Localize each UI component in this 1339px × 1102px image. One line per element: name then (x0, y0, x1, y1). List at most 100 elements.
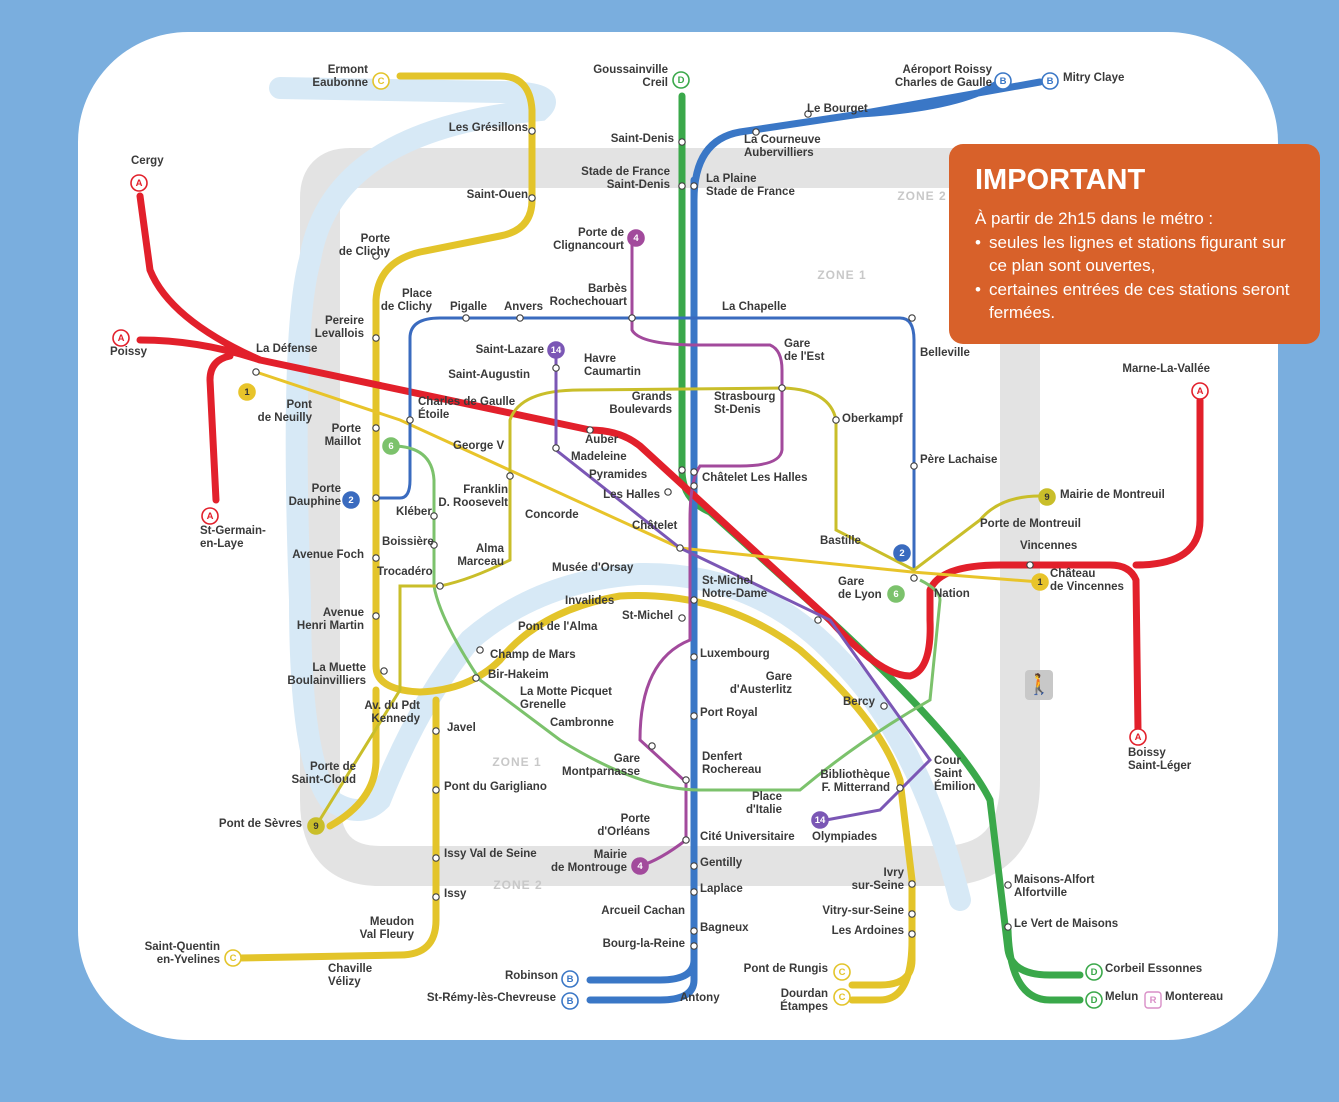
station-label-les-ardoines: Les Ardoines (832, 925, 904, 937)
station-label-saint-denis: Saint-Denis (611, 133, 674, 145)
station-label-issy: Issy (444, 888, 467, 900)
line-badge-2: 2 (342, 491, 360, 509)
station-label-antony: Antony (680, 992, 720, 1004)
station-dot (1004, 923, 1012, 931)
station-dot (814, 616, 822, 624)
station-dot (1026, 561, 1034, 569)
svg-text:R: R (1150, 995, 1157, 1006)
station-label-anvers: Anvers (504, 301, 543, 313)
svg-text:B: B (567, 996, 574, 1007)
line-badge-a: A (112, 329, 130, 347)
notice-bullets: seules les lignes et stations figurant s… (975, 231, 1302, 325)
station-label-st-remy-les-chevreuse: St-Rémy-lès-Chevreuse (427, 992, 556, 1004)
svg-text:9: 9 (313, 821, 318, 832)
line-badge-a: A (1191, 382, 1209, 400)
svg-text:A: A (1135, 732, 1142, 743)
line-badge-a: A (130, 174, 148, 192)
svg-text:D: D (678, 75, 685, 86)
rer-c-line (236, 72, 916, 1004)
station-dot (690, 653, 698, 661)
station-label-le-bourget: Le Bourget (807, 103, 868, 115)
station-dot (908, 314, 916, 322)
line-badge-c: C (372, 72, 390, 90)
notice-intro: À partir de 2h15 dans le métro : (975, 209, 1214, 228)
svg-text:B: B (1047, 76, 1054, 87)
station-dot (682, 776, 690, 784)
station-label-george-v: George V (453, 440, 504, 452)
important-notice: IMPORTANT À partir de 2h15 dans le métro… (949, 144, 1320, 344)
station-label-arcueil-cachan: Arcueil Cachan (601, 905, 685, 917)
station-label-pere-lachaise: Père Lachaise (920, 454, 997, 466)
station-label-madeleine: Madeleine (571, 451, 627, 463)
station-dot (432, 727, 440, 735)
station-dot (678, 138, 686, 146)
station-label-javel: Javel (447, 722, 476, 734)
station-dot (690, 862, 698, 870)
line-badge-4: 4 (627, 229, 645, 247)
station-dot (778, 384, 786, 392)
svg-text:6: 6 (388, 441, 393, 452)
station-dot (896, 784, 904, 792)
station-label-issy-val-de-seine: Issy Val de Seine (444, 848, 537, 860)
station-label-st-germain-en-laye: St-Germain-en-Laye (200, 525, 266, 550)
svg-text:D: D (1091, 995, 1098, 1006)
station-label-corbeil-essonnes: Corbeil Essonnes (1105, 963, 1202, 975)
station-label-mairie-de-montreuil: Mairie de Montreuil (1060, 489, 1165, 501)
line-badge-d: D (672, 71, 690, 89)
station-dot (528, 127, 536, 135)
station-dot (432, 893, 440, 901)
station-dot (664, 488, 672, 496)
station-label-pont-de-rungis: Pont de Rungis (744, 963, 828, 975)
station-label-musee-d-orsay: Musée d'Orsay (552, 562, 634, 574)
line-badge-b: B (994, 72, 1012, 90)
station-label-bir-hakeim: Bir-Hakeim (488, 669, 549, 681)
station-dot (506, 472, 514, 480)
station-dot (1004, 881, 1012, 889)
station-label-oberkampf: Oberkampf (842, 413, 903, 425)
station-dot (832, 416, 840, 424)
station-dot (552, 364, 560, 372)
station-label-st-michel: St-Michel (622, 610, 673, 622)
station-dot (406, 416, 414, 424)
svg-text:B: B (1000, 76, 1007, 87)
line-badge-4: 4 (631, 857, 649, 875)
station-label-marne-la-vallee: Marne-La-Vallée (1122, 363, 1210, 375)
station-label-invalides: Invalides (565, 595, 614, 607)
station-dot (908, 910, 916, 918)
station-dot (676, 544, 684, 552)
line-badge-b: B (561, 970, 579, 988)
notice-title: IMPORTANT (975, 164, 1146, 196)
station-label-pigalle: Pigalle (450, 301, 487, 313)
svg-text:A: A (207, 511, 214, 522)
zone-label: ZONE 1 (817, 268, 866, 282)
svg-text:C: C (378, 76, 385, 87)
zone-label: ZONE 1 (492, 755, 541, 769)
svg-text:1: 1 (244, 387, 250, 398)
station-label-montereau: Montereau (1165, 991, 1223, 1003)
station-label-nation: Nation (934, 588, 970, 600)
zone-label: ZONE 2 (493, 878, 542, 892)
svg-text:B: B (567, 974, 574, 985)
station-label-pyramides: Pyramides (589, 469, 647, 481)
station-label-vitry-sur-seine: Vitry-sur-Seine (822, 905, 904, 917)
line-badge-9: 9 (307, 817, 325, 835)
station-label-port-royal: Port Royal (700, 707, 758, 719)
